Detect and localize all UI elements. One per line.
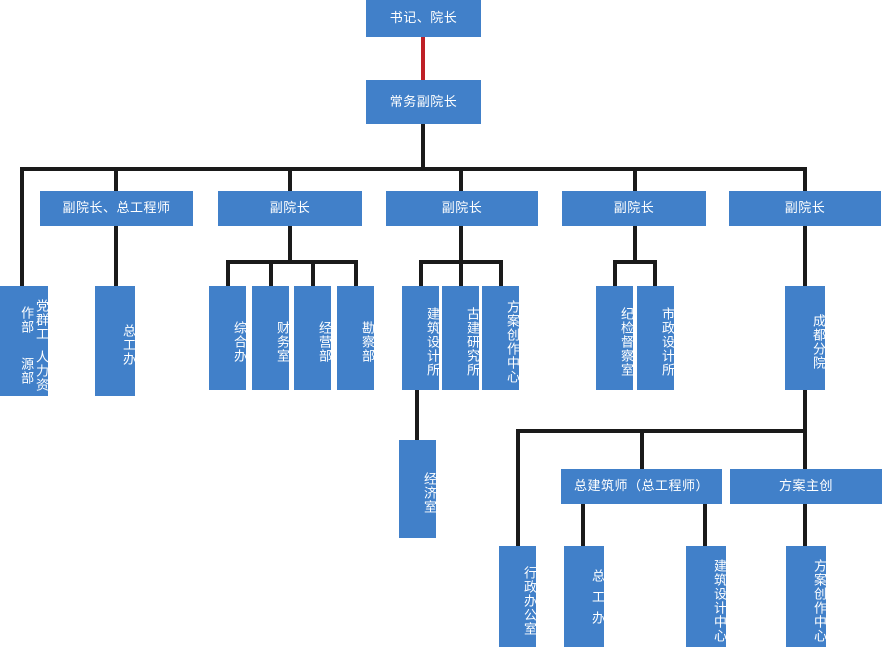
connector-branch-drop-admin-office (516, 429, 520, 546)
node-scheme-lead[interactable]: 方案主创 (730, 469, 882, 504)
node-party-dept: 党群工作部 (19, 298, 49, 341)
connector-arch-design-institute-to-economics-office (415, 390, 419, 440)
node-survey-dept[interactable]: 勘察部 (337, 286, 375, 390)
connector-vp4-drop (633, 226, 637, 262)
node-admin-office[interactable]: 行政办公室 (499, 546, 537, 647)
connector-vp3-drop-arch-design-institute (419, 260, 423, 286)
connector-root-to-executive-vp (421, 37, 425, 81)
connector-vp-bus (20, 167, 807, 171)
node-municipal-design-institute[interactable]: 市政设计所 (637, 286, 675, 390)
connector-bus-drop-vp3 (459, 167, 463, 191)
connector-chengdu-branch-bus (516, 429, 807, 433)
connector-chief-architect-to-branch-chief-eng-office (581, 504, 585, 546)
node-branch-chief-eng-office[interactable]: 总工办 (564, 546, 605, 647)
node-chief-eng-office[interactable]: 总工办 (95, 286, 136, 396)
node-chief-architect[interactable]: 总建筑师（总工程师） (561, 469, 722, 504)
connector-vp4-bus (613, 260, 657, 264)
node-economics-office[interactable]: 经济室 (399, 440, 437, 538)
node-vp4[interactable]: 副院长 (562, 191, 706, 226)
node-discipline-office[interactable]: 纪检督察室 (596, 286, 634, 390)
node-vp5[interactable]: 副院长 (729, 191, 881, 226)
node-branch-scheme-center[interactable]: 方案创作中心 (786, 546, 827, 647)
node-hr-and-party-depts[interactable]: 党群工作部 人力资源部 (0, 286, 49, 396)
connector-bus-drop-vp1 (114, 167, 118, 191)
node-arch-design-institute[interactable]: 建筑设计所 (402, 286, 440, 390)
connector-vp2-drop-general-office (226, 260, 230, 286)
connector-bus-drop-vp5 (803, 167, 807, 191)
node-ancient-arch-institute[interactable]: 古建研究所 (442, 286, 480, 390)
connector-vp2-bus (226, 260, 358, 264)
node-vp3[interactable]: 副院长 (386, 191, 538, 226)
connector-bus-drop-vp2 (288, 167, 292, 191)
connector-vp2-drop (288, 226, 292, 262)
node-root[interactable]: 书记、院长 (366, 0, 481, 37)
connector-chief-architect-to-arch-design-center (703, 504, 707, 546)
node-operations-dept[interactable]: 经营部 (294, 286, 332, 390)
connector-vp2-drop-operations-dept (311, 260, 315, 286)
node-hr-dept: 人力资源部 (19, 349, 49, 392)
node-vp1[interactable]: 副院长、总工程师 (40, 191, 193, 226)
node-arch-design-center[interactable]: 建筑设计中心 (686, 546, 727, 647)
connector-executive-vp-drop (421, 124, 425, 170)
node-executive-vp[interactable]: 常务副院长 (366, 80, 481, 124)
connector-chengdu-branch-drop (803, 390, 807, 432)
node-general-office[interactable]: 综合办 (209, 286, 247, 390)
connector-scheme-lead-to-branch-scheme-center (803, 504, 807, 546)
connector-vp3-drop (459, 226, 463, 262)
connector-vp3-drop-scheme-creation-center (499, 260, 503, 286)
connector-bus-drop-left-edge (20, 167, 24, 287)
connector-vp2-drop-survey-dept (354, 260, 358, 286)
connector-vp3-drop-ancient-arch-institute (459, 260, 463, 286)
node-scheme-creation-center[interactable]: 方案创作中心 (482, 286, 520, 390)
node-vp2[interactable]: 副院长 (218, 191, 362, 226)
connector-branch-drop-chief-architect (640, 429, 644, 469)
connector-vp1-to-chief-eng-office (114, 226, 118, 286)
node-chengdu-branch[interactable]: 成都分院 (785, 286, 826, 390)
connector-bus-drop-vp4 (633, 167, 637, 191)
connector-vp5-to-chengdu-branch (803, 226, 807, 286)
connector-vp4-drop-municipal-design-institute (653, 260, 657, 286)
connector-vp4-drop-discipline-office (613, 260, 617, 286)
connector-branch-drop-scheme-lead (803, 429, 807, 469)
node-finance-office[interactable]: 财务室 (252, 286, 290, 390)
connector-vp2-drop-finance-office (269, 260, 273, 286)
